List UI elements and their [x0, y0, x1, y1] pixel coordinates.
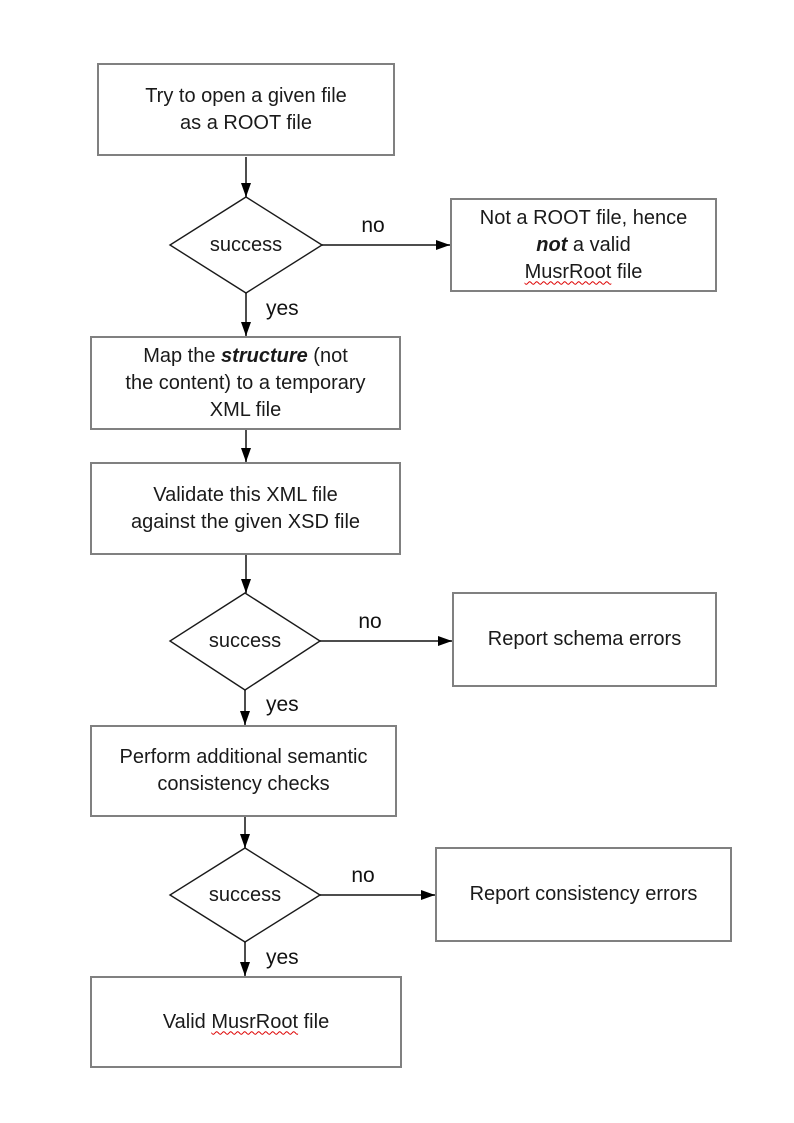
emphasized-word: not — [536, 233, 568, 256]
node-valid-musrroot-file: Valid MusrRoot file — [90, 976, 402, 1068]
edge-label-yes-3: yes — [266, 946, 299, 969]
decision2-diamond-shape — [168, 592, 322, 691]
node-text-line: Try to open a given file — [145, 84, 347, 107]
emphasized-word: structure — [221, 344, 308, 367]
spellcheck-underlined-word: MusrRoot — [211, 1010, 299, 1033]
node-report-schema-errors: Report schema errors — [452, 592, 717, 687]
edge-label-yes-2: yes — [266, 693, 299, 716]
node-text-segment: file — [611, 260, 643, 283]
node-text-line: Not a ROOT file, hence — [479, 206, 688, 229]
node-text-line: XML file — [209, 398, 282, 421]
node-text-line: Validate this XML file — [153, 483, 338, 506]
node-not-root-file: Not a ROOT file, hence not a valid MusrR… — [450, 198, 717, 292]
node-semantic-checks: Perform additional semantic consistency … — [90, 725, 397, 817]
node-text-line: MusrRoot file — [525, 259, 643, 286]
node-text-segment: Valid — [162, 1010, 212, 1033]
node-text-line: Perform additional semantic — [119, 746, 368, 768]
spellcheck-underlined-word: MusrRoot — [524, 260, 612, 283]
decision2-label: success — [208, 630, 282, 652]
node-text-segment: Map the — [143, 344, 222, 367]
node-text-segment: a valid — [567, 233, 631, 256]
edge-label-no-3: no — [351, 864, 375, 887]
edge-label-no-2: no — [358, 610, 382, 633]
node-text-line: as a ROOT file — [180, 111, 312, 134]
edge-label-yes-1: yes — [266, 297, 299, 320]
node-text-line: Valid MusrRoot file — [163, 1009, 329, 1036]
node-text-line: the content) to a temporary — [125, 371, 366, 394]
node-text-line: Map the structure (not — [143, 343, 348, 370]
decision1-diamond-shape — [168, 196, 324, 294]
node-text-line: Report schema errors — [487, 628, 682, 650]
node-text-line: consistency checks — [157, 773, 330, 795]
node-map-structure: Map the structure (not the content) to a… — [90, 336, 401, 430]
node-text-line: against the given XSD file — [130, 510, 361, 533]
node-text-line: Report consistency errors — [469, 883, 698, 905]
decision3-diamond-shape — [168, 847, 322, 943]
node-try-open-file: Try to open a given file as a ROOT file — [97, 63, 395, 156]
node-text-line: not a valid — [536, 232, 630, 259]
node-validate-xml: Validate this XML file against the given… — [90, 462, 401, 555]
decision1-label: success — [209, 234, 283, 256]
node-text-segment: (not — [307, 344, 348, 367]
edge-label-no-1: no — [361, 214, 385, 237]
node-text-segment: file — [298, 1010, 330, 1033]
node-report-consistency-errors: Report consistency errors — [435, 847, 732, 942]
decision3-label: success — [208, 884, 282, 906]
